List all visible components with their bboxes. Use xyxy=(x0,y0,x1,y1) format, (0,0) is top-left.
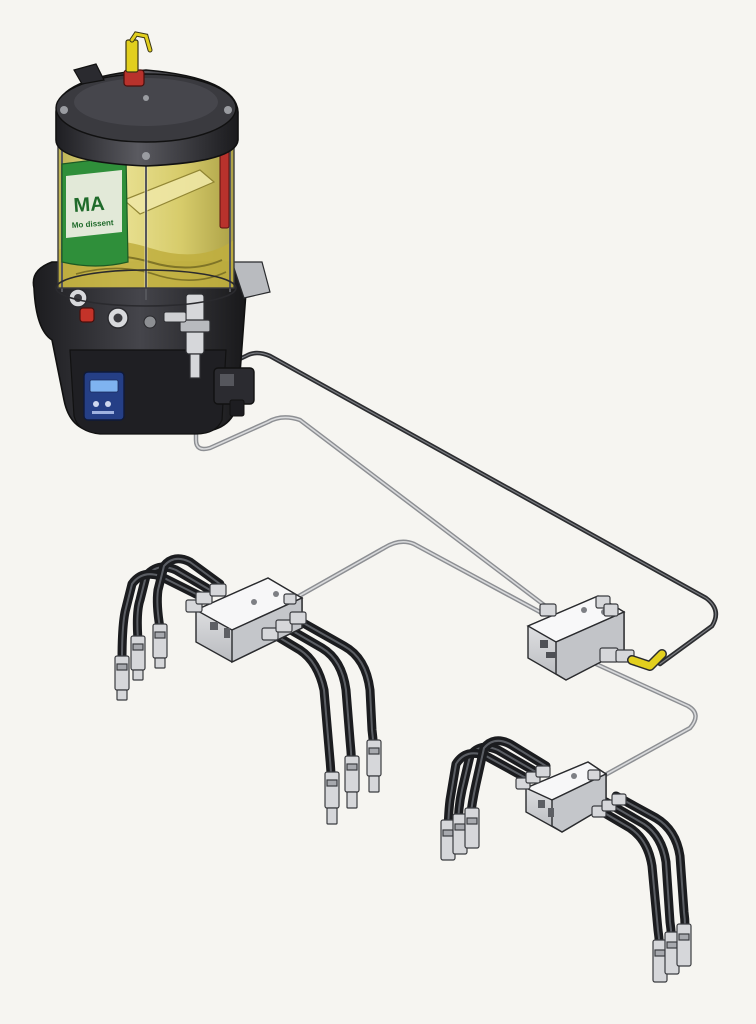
left-front-hose-fittings xyxy=(324,739,382,825)
branch-line-left xyxy=(289,539,543,615)
solenoid-connector xyxy=(213,367,255,417)
right-lower-distributor-block xyxy=(515,761,627,833)
fill-fitting xyxy=(123,31,153,87)
left-distributor-block xyxy=(185,577,307,664)
outlet-valve xyxy=(163,293,211,379)
right-front-hose-fittings xyxy=(652,923,692,983)
mounting-bracket xyxy=(231,261,271,299)
left-distributor-hoses-rear xyxy=(117,554,225,665)
reservoir-lid xyxy=(55,63,239,167)
yellow-elbow-fitting xyxy=(627,649,667,671)
label-title: MA xyxy=(73,193,106,217)
return-line-dark xyxy=(209,350,719,667)
reservoir-label: MA Mo dissent xyxy=(61,155,129,267)
label-subtitle: Mo dissent xyxy=(72,218,115,230)
right-rear-hose-fittings xyxy=(440,807,480,861)
main-distributor-block xyxy=(526,595,635,681)
left-rear-hose-fittings xyxy=(114,623,168,701)
control-display-panel xyxy=(83,371,125,421)
supply-line-steel xyxy=(193,375,551,611)
branch-line-right xyxy=(593,661,698,783)
pump-unit: MA Mo dissent xyxy=(32,31,271,435)
